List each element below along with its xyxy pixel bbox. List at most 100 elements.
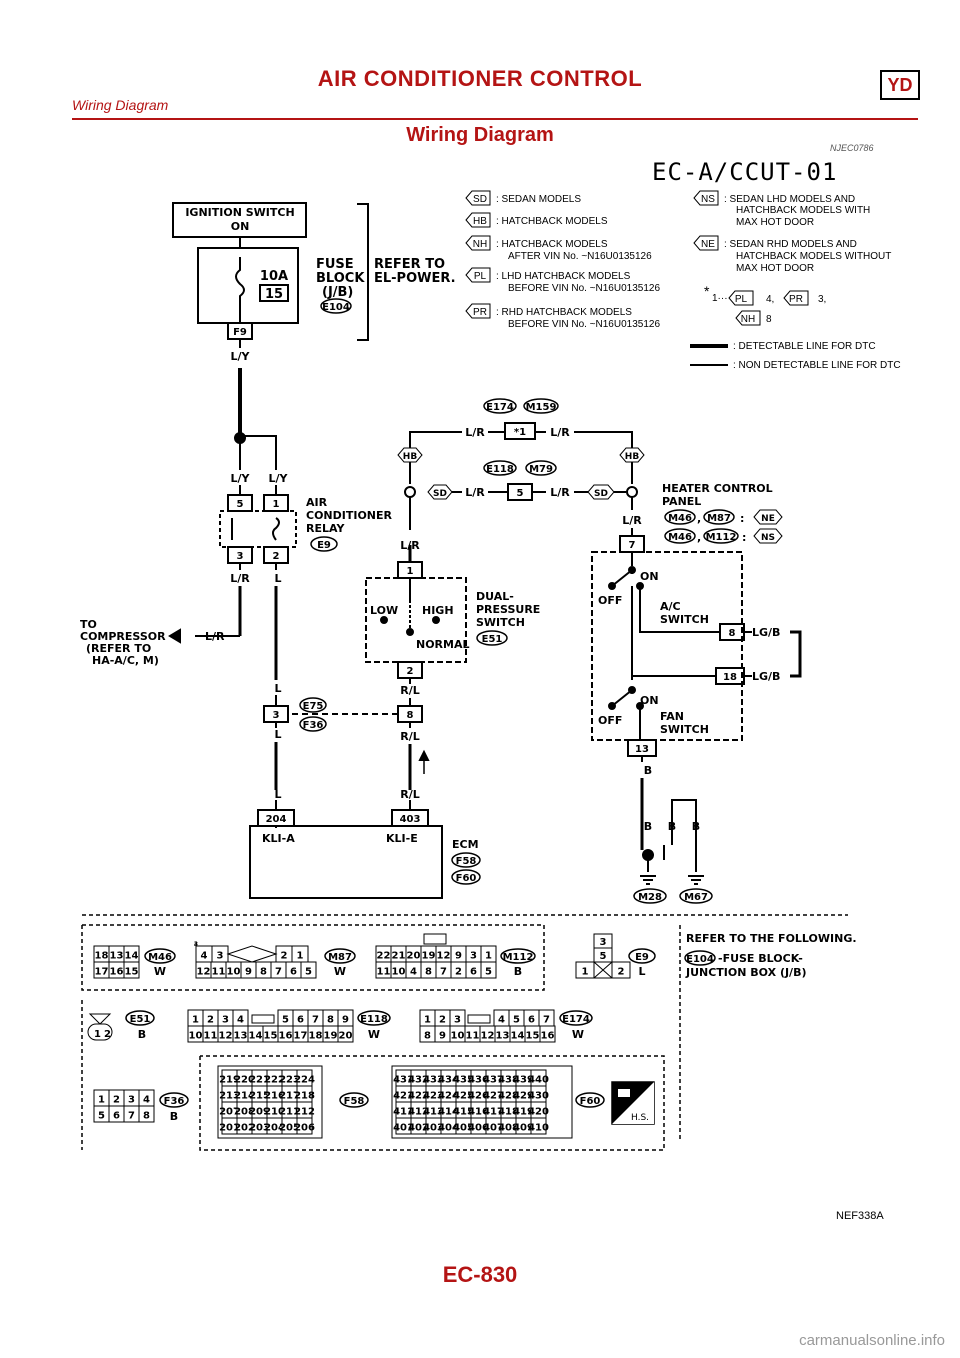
f36-tag	[159, 1092, 189, 1108]
sd-tag: SD	[594, 489, 608, 499]
f60-pin: 404	[438, 1122, 459, 1133]
e9-cell	[611, 961, 631, 979]
connector-f36: F36	[303, 720, 324, 731]
f60-pin: 415	[453, 1106, 474, 1117]
diagram-id: EC-A/CCUT-01	[652, 158, 838, 186]
f36-color: B	[170, 1110, 178, 1123]
m46-pin: 14	[125, 950, 139, 961]
separator: ,	[697, 512, 701, 525]
ac-relay	[168, 432, 297, 680]
fuse-block-label: (J/B)	[322, 285, 353, 300]
connector-pin-5: 5	[517, 488, 524, 499]
e174-pin: 11	[466, 1030, 480, 1041]
f60-pin: 433	[423, 1074, 444, 1085]
page-header-subtitle: Wiring Diagram	[72, 97, 169, 113]
m46-tag-label: M46	[148, 952, 172, 963]
f60-pin: 406	[468, 1122, 489, 1133]
m87-pin: 6	[290, 966, 297, 977]
hcp-pin-13: 13	[635, 744, 649, 755]
e174-pin: 5	[513, 1014, 520, 1025]
f58-pin: 202	[234, 1122, 255, 1133]
separator: ,	[697, 531, 701, 544]
ac-switch-off: OFF	[598, 594, 622, 607]
relay-label: CONDITIONER	[306, 509, 393, 522]
page-header-title: AIR CONDITIONER CONTROL	[317, 66, 643, 91]
f58-pin: 222	[264, 1074, 285, 1085]
header-divider	[72, 118, 918, 120]
wire-color-l: L	[274, 572, 281, 585]
fuse-amp-label: 10A	[260, 269, 288, 284]
m87-pin: 4	[201, 950, 208, 961]
f60-pin: 403	[423, 1122, 444, 1133]
wire-color-lr: L/R	[230, 572, 250, 585]
fuse-block-label: FUSE	[316, 257, 354, 272]
fuse-number: 15	[265, 287, 283, 302]
e9-pin: 2	[618, 966, 625, 977]
f36-pin: 8	[143, 1110, 150, 1121]
e118-pin: 20	[339, 1030, 353, 1041]
f60-pin: 417	[483, 1106, 504, 1117]
e51-pin: 1	[94, 1029, 101, 1040]
connector-e174: E174	[486, 402, 514, 413]
m112-pin: 5	[485, 966, 492, 977]
wire-color-ly: L/Y	[231, 472, 251, 485]
f58-pin: 201	[219, 1122, 240, 1133]
heater-control-panel	[591, 535, 802, 885]
f60-pin: 439	[513, 1074, 534, 1085]
e51-tag-label: E51	[130, 1014, 151, 1025]
legend-abbr-ns: NS	[701, 194, 715, 205]
f60-pin: 424	[438, 1090, 459, 1101]
hcp-pin-18: 18	[723, 672, 737, 683]
m112-pin: 9	[455, 950, 462, 961]
legend-text: HATCHBACK MODELS WITH	[736, 205, 870, 216]
ecm-label: ECM	[452, 838, 479, 851]
legend-abbr-pr: PR	[473, 307, 487, 318]
e118-tag	[357, 1010, 391, 1026]
e174-pin: 2	[439, 1014, 446, 1025]
f60-pin: 410	[528, 1122, 549, 1133]
m87-pin: 5	[305, 966, 312, 977]
f58-pin: 216	[264, 1090, 285, 1101]
relay-label: AIR	[306, 496, 328, 509]
wire-color-b: B	[644, 764, 652, 777]
connector-e118: E118	[486, 464, 514, 475]
connector-m46: M46	[668, 513, 692, 524]
f58-pin: 214	[234, 1090, 255, 1101]
m87-pin: 12	[197, 966, 211, 977]
e118-cell	[337, 1025, 354, 1043]
m87-tag-label: M87	[328, 952, 352, 963]
ecm-pin-403: 403	[400, 814, 421, 825]
separator: :	[740, 512, 744, 525]
compressor-label: COMPRESSOR	[80, 630, 166, 643]
connector-f9: F9	[233, 327, 247, 338]
f60-pin: 416	[468, 1106, 489, 1117]
f58-pin: 219	[219, 1074, 240, 1085]
m112-tag	[500, 948, 536, 964]
refer-el-power-label: EL-POWER.	[374, 271, 456, 286]
e104-description: -FUSE BLOCK-	[718, 952, 803, 965]
ignition-switch-label: IGNITION SWITCH	[185, 206, 294, 219]
legend-text: : RHD HATCHBACK MODELS	[496, 307, 632, 318]
e174-color: W	[572, 1028, 584, 1041]
m46-pin: 17	[95, 966, 109, 977]
m87-skip-pin: 2	[194, 940, 198, 948]
wire-color-b: B	[644, 820, 652, 833]
f60-pin: 411	[393, 1106, 414, 1117]
jbox-description: JUNCTION BOX (J/B)	[685, 966, 807, 979]
f60-tag	[575, 1092, 605, 1108]
m87-skip-pin: 1	[194, 940, 198, 948]
e174-pin: 3	[454, 1014, 461, 1025]
f58-pin: 223	[279, 1074, 300, 1085]
e9-pin: 1	[582, 966, 589, 977]
compressor-label: TO	[80, 618, 97, 631]
e118-pin: 8	[327, 1014, 334, 1025]
e51-key	[88, 1013, 112, 1025]
f60-pin: 430	[528, 1090, 549, 1101]
ac-switch-on: ON	[640, 570, 659, 583]
connector-m112: M112	[706, 532, 737, 543]
wire-color-lr: L/R	[550, 486, 570, 499]
f36-cell	[138, 1105, 155, 1123]
e174-pin: 12	[481, 1030, 495, 1041]
m112-pin: 20	[407, 950, 421, 961]
